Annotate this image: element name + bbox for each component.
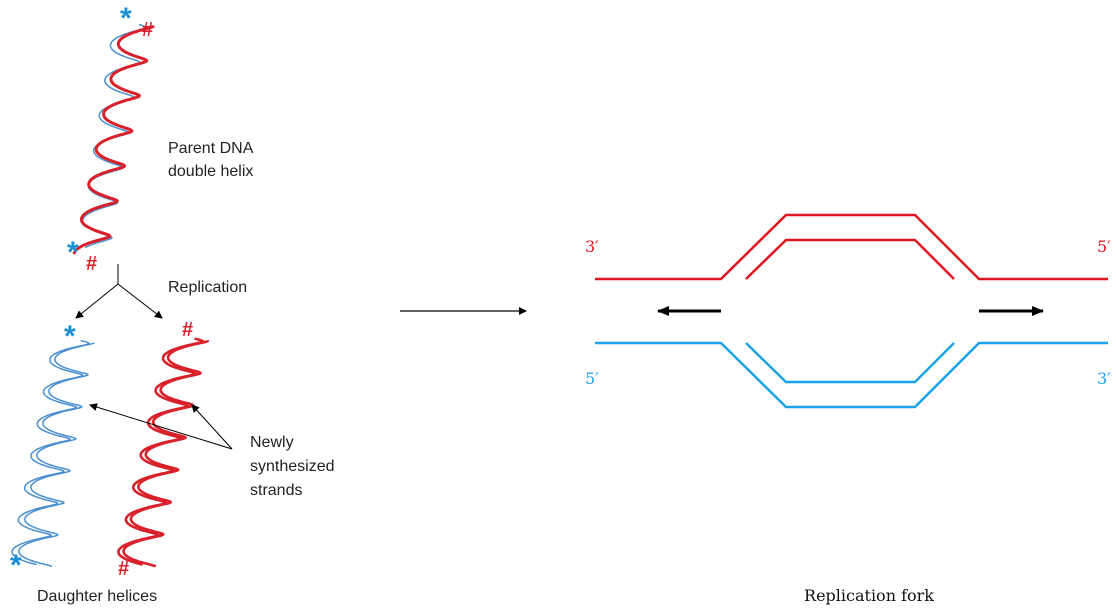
- daughter-bottom-star-marker: *: [10, 549, 22, 582]
- replication-fork: [595, 213, 1108, 409]
- replication-split-arrows: [75, 264, 163, 319]
- split-left-arrow: [75, 283, 119, 319]
- red-parent-strand: [595, 213, 1108, 281]
- newly-label-line3: strands: [250, 482, 302, 499]
- bottom-right-end-label: 3′: [1097, 369, 1111, 388]
- top-left-end-label: 3′: [585, 237, 599, 256]
- daughter-helix-blue: [11, 339, 95, 568]
- newly-synthesized-pointers: [89, 403, 233, 450]
- parent-dna-label: Parent DNA double helix: [168, 140, 257, 180]
- newly-synthesized-label: Newly synthesized strands: [250, 434, 339, 499]
- parent-top-hash-marker: #: [142, 19, 153, 41]
- daughter-bottom-hash-marker: #: [118, 558, 129, 580]
- parent-red-strand: [72, 24, 156, 255]
- parent-dna-label-line1: Parent DNA: [168, 140, 254, 157]
- bottom-left-end-label: 5′: [585, 369, 599, 388]
- pointer-to-red-strand: [191, 404, 233, 450]
- replication-fork-label: Replication fork: [804, 586, 934, 605]
- parent-bottom-star-marker: *: [67, 236, 79, 269]
- daughter-top-star-marker: *: [64, 320, 76, 353]
- daughter-helix-red: [117, 337, 210, 568]
- parent-dna-label-line2: double helix: [168, 163, 253, 180]
- parent-top-star-marker: *: [120, 2, 132, 35]
- daughter-helices-label: Daughter helices: [37, 588, 157, 605]
- daughter-blue-old-strand-a: [11, 339, 90, 566]
- daughter-top-hash-marker: #: [182, 319, 193, 341]
- blue-parent-strand: [595, 341, 1108, 409]
- daughter-red-old-strand-a: [117, 337, 204, 566]
- parent-bottom-hash-marker: #: [86, 253, 97, 275]
- blue-new-strand: [745, 342, 955, 384]
- split-right-arrow: [117, 283, 163, 319]
- newly-label-line2: synthesized: [250, 458, 335, 475]
- daughter-red-new-strand-b: [122, 339, 210, 568]
- red-new-strand: [745, 238, 955, 280]
- replication-label: Replication: [168, 279, 247, 296]
- daughter-blue-new-strand-b: [18, 342, 95, 568]
- top-right-end-label: 5′: [1097, 237, 1111, 256]
- pointer-to-blue-strand: [89, 403, 233, 450]
- newly-label-line1: Newly: [250, 434, 294, 451]
- parent-helix: [72, 23, 156, 255]
